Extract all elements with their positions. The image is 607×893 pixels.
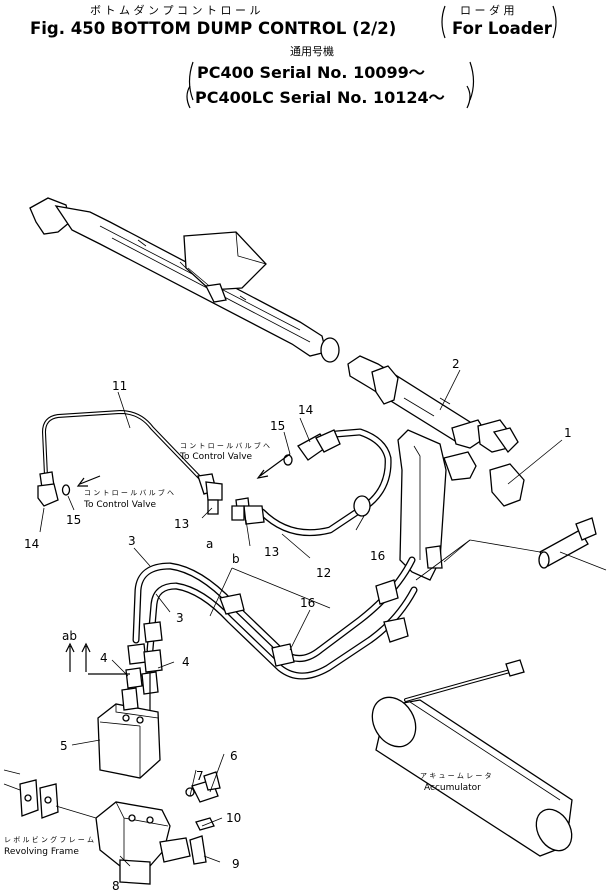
- serial-line-1: PC400 Serial No. 10099～: [197, 63, 425, 82]
- to-control-valve-top: To Control Valve: [179, 452, 253, 462]
- callout-1: 1: [564, 426, 572, 440]
- callout-16-right: 16: [370, 549, 385, 563]
- valve-block-5: [65, 642, 221, 803]
- callout-14-left: 14: [24, 537, 39, 551]
- upper-frame-pipe: [29, 197, 340, 363]
- to-control-valve-left: To Control Valve: [83, 500, 157, 510]
- serial-line-2: PC400LC Serial No. 10124～: [195, 88, 445, 107]
- callout-3-bottom: 3: [176, 611, 184, 625]
- callout-16-center: 16: [300, 596, 315, 610]
- accumulator: [371, 659, 573, 857]
- revolving-frame-label: Revolving Frame: [4, 847, 79, 857]
- callout-11: 11: [112, 379, 127, 393]
- callout-3-top: 3: [128, 534, 136, 548]
- figure-title: Fig. 450 BOTTOM DUMP CONTROL (2/2): [30, 19, 396, 38]
- title-japanese-right: ロ ー ダ 用: [460, 3, 515, 17]
- callout-9: 9: [232, 857, 240, 871]
- callout-5: 5: [60, 739, 68, 753]
- callout-6: 6: [230, 749, 238, 763]
- fittings: [207, 499, 245, 521]
- hose-11: [37, 410, 223, 507]
- to-control-valve-top-jp: コ ン ト ロ ー ル バ ル ブ へ: [180, 441, 270, 450]
- leader-lines: [39, 369, 563, 867]
- callout-8: 8: [112, 879, 120, 893]
- callout-a: a: [206, 537, 213, 551]
- accumulator-label: Accumulator: [424, 783, 481, 793]
- callout-15-top: 15: [270, 419, 285, 433]
- revolving-frame-part-8: [3, 769, 215, 885]
- support-bracket: [397, 429, 525, 581]
- right-cylinder: [538, 517, 607, 571]
- revolving-frame-jp: レ ボ ル ビ ン グ フ レ ー ム: [4, 835, 94, 844]
- callout-10: 10: [226, 811, 241, 825]
- title-block: ボ ト ム ダ ン プ コ ン ト ロ ー ル ロ ー ダ 用 Fig. 450…: [30, 3, 557, 109]
- callout-14-top: 14: [298, 403, 313, 417]
- callout-4-left: 4: [100, 651, 108, 665]
- callout-7: 7: [196, 769, 204, 783]
- title-japanese: ボ ト ム ダ ン プ コ ン ト ロ ー ル: [90, 3, 260, 17]
- callout-13-left: 13: [174, 517, 189, 531]
- callout-ab: ab: [62, 629, 77, 643]
- callout-13-right: 13: [264, 545, 279, 559]
- callout-numbers: 11 2 1 14 15 15 14 13 13 a b 12 16 3 3 1…: [24, 357, 572, 893]
- callout-15-left: 15: [66, 513, 81, 527]
- applicable-japanese: 通用号機: [290, 44, 334, 58]
- captions: コ ン ト ロ ー ル バ ル ブ へ To Control Valve コ ン…: [4, 441, 492, 857]
- callout-4-right: 4: [182, 655, 190, 669]
- figure-title-right: For Loader: [452, 19, 553, 38]
- callout-b: b: [232, 552, 240, 566]
- to-control-valve-left-jp: コ ン ト ロ ー ル バ ル ブ へ: [84, 488, 174, 497]
- callout-12: 12: [316, 566, 331, 580]
- callout-2: 2: [452, 357, 460, 371]
- hoses-3: [127, 556, 418, 680]
- accumulator-jp: ア キ ュ ー ム レ ー タ: [420, 771, 492, 780]
- pipe-2: [347, 355, 519, 454]
